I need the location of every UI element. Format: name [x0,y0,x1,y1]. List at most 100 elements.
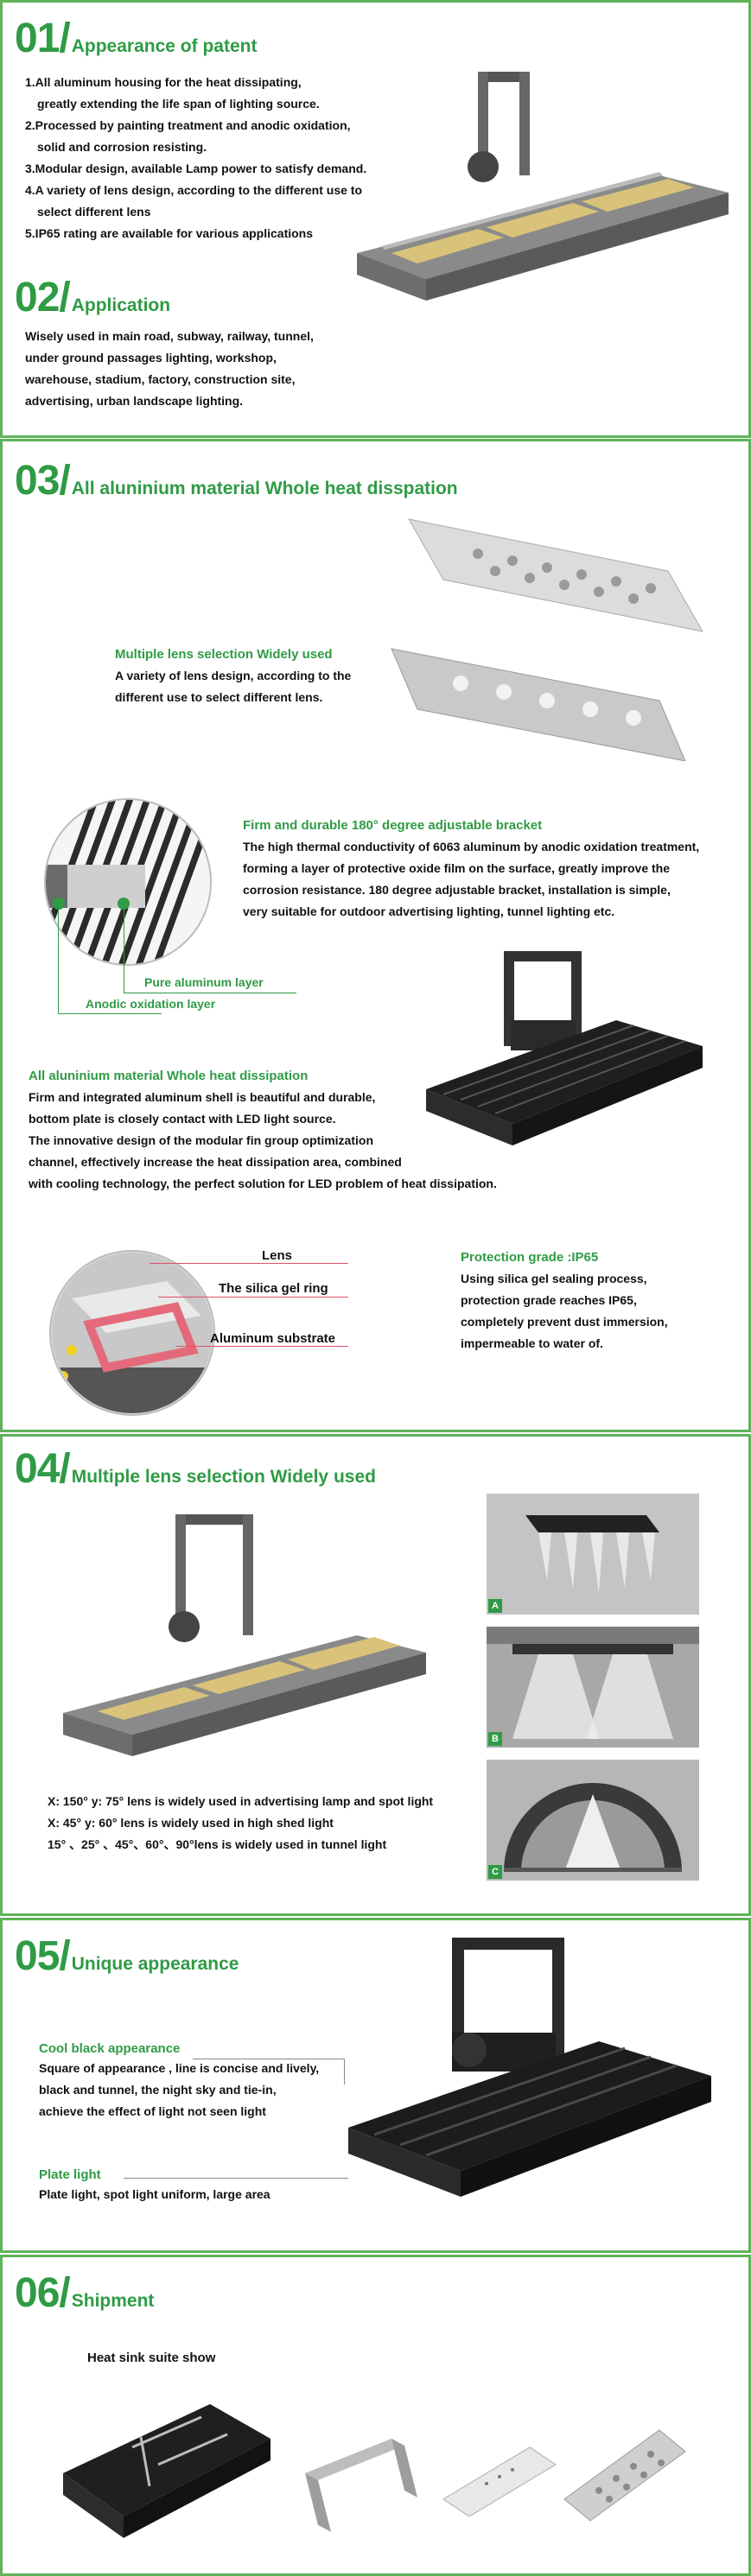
text-line: forming a layer of protective oxide film… [243,861,671,875]
sec01-title: Appearance of patent [71,36,258,56]
sec01-heading: 01/ Appearance of patent [15,18,257,60]
divider [344,2059,345,2084]
text-line: advertising, urban landscape lighting. [25,394,244,408]
text-line: Using silica gel sealing process, [461,1272,647,1285]
text-line: Square of appearance , line is concise a… [39,2061,320,2075]
anodic-oxidation-label: Anodic oxidation layer [86,997,216,1011]
text-line: completely prevent dust immersion, [461,1315,668,1329]
list-item: 3.Modular design, available Lamp power t… [25,162,367,175]
substrate-pointer-line [175,1346,348,1347]
list-item: 4.A variety of lens design, according to… [25,183,362,197]
heat-sink-part-image [63,2404,270,2538]
sec04-number: 04/ [15,1446,71,1492]
bracket-part-image [305,2439,417,2532]
text-line: under ground passages lighting, workshop… [25,351,277,365]
section-material: 03/ All aluninium material Whole heat di… [0,439,751,1432]
sec06-number: 06/ [15,2270,71,2316]
sec02-number: 02/ [15,275,71,320]
lens-pointer-line [150,1263,348,1264]
text-line: impermeable to water of. [461,1336,603,1350]
sec01-list: 1.All aluminum housing for the heat diss… [25,72,405,244]
heat-dissipation-title: All aluninium material Whole heat dissip… [29,1069,309,1083]
sec02-title: Application [71,295,171,315]
lens-angle-list: X: 150° y: 75° lens is widely used in ad… [48,1791,480,1856]
sec06-title: Shipment [71,2291,155,2311]
section-shipment: 06/ Shipment Heat sink suite show [0,2255,751,2576]
black-flood-light-image [348,1938,711,2197]
anodic-layer-zoom-image [44,798,212,966]
sec02-heading: 02/ Application [15,277,170,319]
sec04-heading: 04/ Multiple lens selection Widely used [15,1449,376,1490]
text-line: A variety of lens design, according to t… [115,669,352,682]
text-line: 15° 、25° 、45°、60°、90°lens is widely used… [48,1837,387,1851]
plate-part-image [442,2446,557,2517]
text-line: black and tunnel, the night sky and tie-… [39,2083,277,2097]
tile-badge: B [488,1732,502,1746]
anodic-callout-line [58,1013,162,1014]
sec01-number: 01/ [15,16,71,61]
text-line: The high thermal conductivity of 6063 al… [243,840,700,853]
text-line: Firm and integrated aluminum shell is be… [29,1090,376,1104]
sec04-title: Multiple lens selection Widely used [71,1467,376,1487]
lens-selection-block: Multiple lens selection Widely used A va… [115,647,391,708]
text-line: different use to select different lens. [115,690,323,704]
cool-appearance-title: Cool black appearance [39,2041,181,2056]
silica-gel-label: The silica gel ring [219,1281,328,1296]
heat-sink-suite-label: Heat sink suite show [87,2351,216,2365]
heat-sink-image [426,951,703,1145]
list-item: select different lens [37,205,151,219]
lens-type-a-tile: A [487,1494,699,1615]
aluminum-substrate-label: Aluminum substrate [210,1331,336,1346]
beam-c-image [504,1783,682,1872]
text-line: with cooling technology, the perfect sol… [29,1177,497,1190]
list-item: 2.Processed by painting treatment and an… [25,118,351,132]
sec03-heading: 03/ All aluninium material Whole heat di… [15,460,458,502]
flood-light-image [357,72,729,301]
flood-light-image [63,1514,426,1756]
gel-pointer-line [158,1297,348,1298]
lens-layers-zoom-image [49,1250,215,1416]
list-item: 1.All aluminum housing for the heat diss… [25,75,302,89]
lens-type-c-tile: C [487,1760,699,1881]
text-line: The innovative design of the modular fin… [29,1133,373,1147]
sec06-heading: 06/ Shipment [15,2273,154,2314]
lens-plates-image [391,518,703,761]
section-unique-appearance: 05/ Unique appearance Cool black appeara… [0,1918,751,2253]
text-line: warehouse, stadium, factory, constructio… [25,372,296,386]
list-item: greatly extending the life span of light… [37,97,320,111]
protection-block: Protection grade :IP65 Using silica gel … [461,1250,737,1355]
lens-label: Lens [262,1248,293,1263]
section-lens-selection: 04/ Multiple lens selection Widely used … [0,1434,751,1916]
text-line: X: 150° y: 75° lens is widely used in ad… [48,1794,434,1808]
section-appearance-application: 01/ Appearance of patent 1.All aluminum … [0,0,751,438]
text-line: corrosion resistance. 180 degree adjusta… [243,883,671,897]
plate-light-description: Plate light, spot light uniform, large a… [39,2187,270,2201]
sec05-number: 05/ [15,1933,71,1979]
list-item: solid and corrosion resisting. [37,140,207,154]
text-line: channel, effectively increase the heat d… [29,1155,402,1169]
bracket-title: Firm and durable 180° degree adjustable … [243,818,543,833]
tile-badge: C [488,1865,502,1879]
list-item: 5.IP65 rating are available for various … [25,226,314,240]
text-line: bottom plate is closely contact with LED… [29,1112,336,1126]
sec05-heading: 05/ Unique appearance [15,1936,239,1977]
lens-part-image [563,2429,686,2522]
divider [124,2178,348,2179]
sec02-description: Wisely used in main road, subway, railwa… [25,326,405,412]
bracket-block: Firm and durable 180° degree adjustable … [243,818,744,923]
tile-badge: A [488,1599,502,1613]
anodic-callout-line [58,908,59,1013]
sec03-title: All aluninium material Whole heat disspa… [71,479,458,498]
text-line: achieve the effect of light not seen lig… [39,2104,266,2118]
protection-title: Protection grade :IP65 [461,1250,599,1265]
beam-b-image [487,1627,699,1739]
text-line: Wisely used in main road, subway, railwa… [25,329,314,343]
sec05-title: Unique appearance [71,1954,239,1974]
text-line: very suitable for outdoor advertising li… [243,904,615,918]
beam-a-image [525,1515,659,1593]
lens-type-b-tile: B [487,1627,699,1748]
plate-light-block: Plate light Plate light, spot light unif… [39,2167,367,2205]
sec03-number: 03/ [15,458,71,504]
lens-selection-title: Multiple lens selection Widely used [115,647,333,662]
cool-appearance-block: Cool black appearance Square of appearan… [39,2041,367,2122]
